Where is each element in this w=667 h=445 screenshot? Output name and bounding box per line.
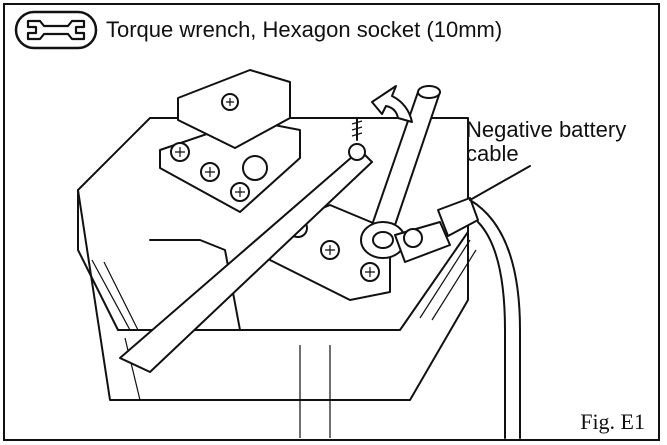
tool-requirement: Torque wrench, Hexagon socket (10mm) [14,10,502,50]
negative-terminal [394,197,521,439]
torque-wrench [360,85,441,259]
cable-callout-line2: cable [466,141,519,166]
rotation-arrow [371,85,413,123]
tools-text: Torque wrench, Hexagon socket (10mm) [106,17,503,42]
cable-leader-line [469,165,531,201]
cable-callout-line1: Negative battery [466,117,627,142]
cable-callout: Negative battery cable [466,118,626,166]
figure-label: Fig. E1 [580,409,645,434]
lever-tool [119,117,373,373]
wrench-icon [14,10,98,50]
